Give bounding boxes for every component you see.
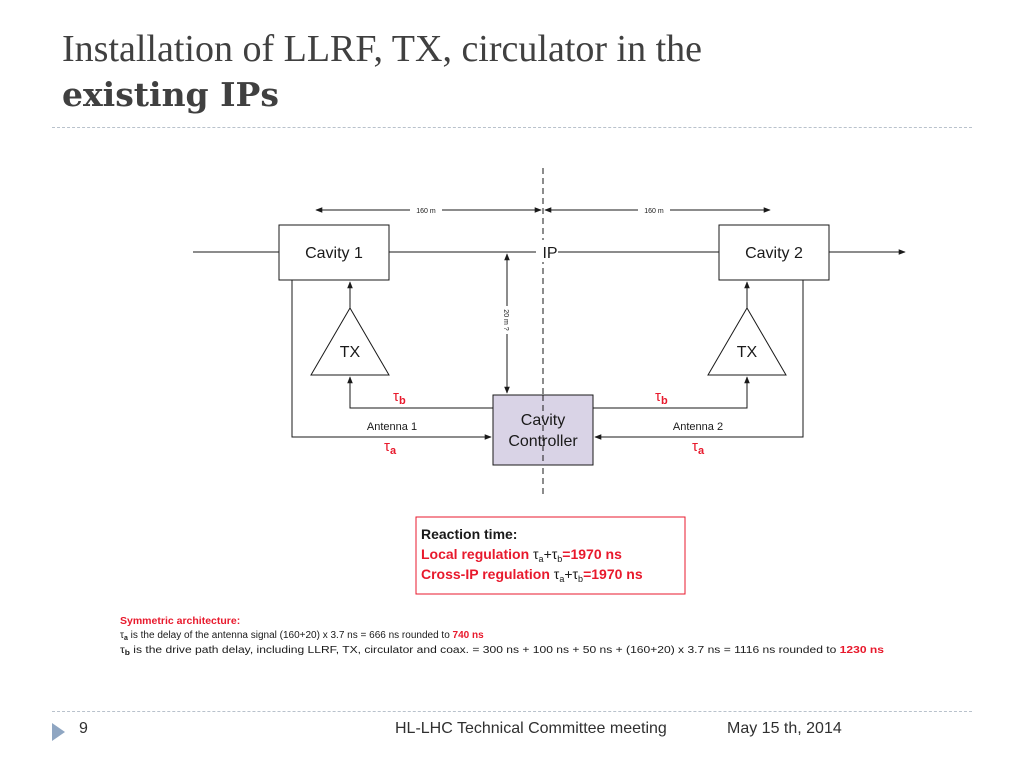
footer-meeting: HL-LHC Technical Committee meeting [395, 720, 667, 737]
reaction-time-box [415, 516, 686, 595]
cavity-1-box [278, 224, 390, 281]
notes-heading: Symmetric architecture: [120, 615, 240, 627]
drive-path-right [593, 376, 750, 409]
dim-left-label: 160 m [416, 208, 436, 215]
cavity-1-label: Cavity 1 [305, 245, 363, 262]
dim-vertical-label: 20 m ? [502, 309, 509, 331]
title-divider [52, 127, 972, 128]
local-regulation-value: 1970 ns [570, 546, 622, 562]
tx-right-label: TX [737, 344, 758, 361]
antenna-1-label: Antenna 1 [367, 421, 417, 433]
cavity-2-box [718, 224, 830, 281]
antenna-path-left [291, 280, 492, 440]
notes-line-1: τa is the delay of the antenna signal (1… [120, 630, 484, 642]
cross-ip-regulation-label: Cross-IP regulation [421, 566, 550, 582]
notes-line-2: τb is the drive path delay, including LL… [120, 645, 885, 657]
footer-triangle-icon [52, 723, 65, 741]
local-regulation-label: Local regulation [421, 546, 529, 562]
cross-ip-regulation-line: Cross-IP regulation τa+τb=1970 ns [421, 566, 643, 584]
tx-left-label: TX [340, 344, 361, 361]
drive-path-left [347, 376, 493, 409]
antenna-2-label: Antenna 2 [673, 421, 723, 433]
title-line-1: Installation of LLRF, TX, circulator in … [62, 28, 703, 70]
slide-title: Installation of LLRF, TX, circulator in … [62, 26, 962, 118]
tau-b-right: τb [655, 388, 668, 407]
controller-label-line1: Cavity [521, 412, 565, 429]
footer-divider [52, 711, 972, 712]
tau-a-left: τa [384, 438, 397, 457]
controller-label-line2: Controller [508, 433, 578, 450]
reaction-time-heading: Reaction time: [421, 526, 517, 542]
tx-right-triangle [707, 307, 787, 376]
local-regulation-line: Local regulation τa+τb=1970 ns [421, 546, 622, 564]
title-line-2: existing IPs [62, 75, 279, 114]
cross-ip-regulation-value: 1970 ns [591, 566, 643, 582]
ip-label: IP [542, 245, 557, 262]
footer-date: May 15 th, 2014 [727, 720, 842, 737]
dim-right-label: 160 m [644, 208, 664, 215]
tx-left-triangle [310, 307, 390, 376]
antenna-path-right [594, 280, 804, 440]
cavity-2-label: Cavity 2 [745, 245, 803, 262]
page-number: 9 [79, 720, 88, 737]
tau-a-right: τa [692, 438, 705, 457]
tau-b-left: τb [393, 388, 406, 407]
